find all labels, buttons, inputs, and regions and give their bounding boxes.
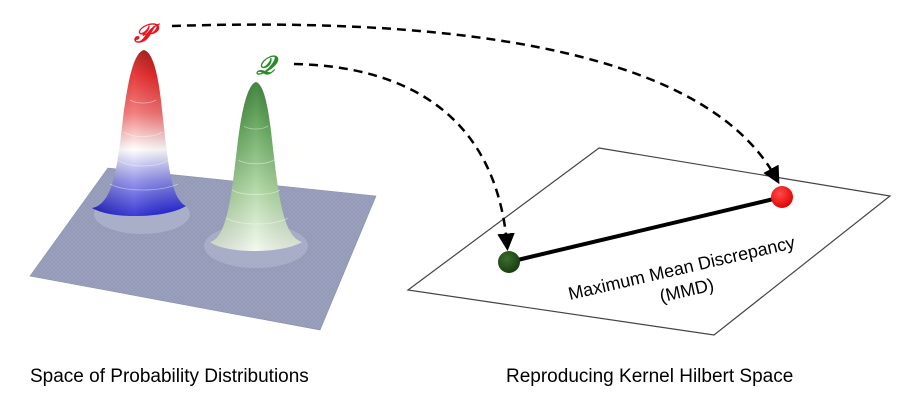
q-mapping-arrow <box>293 62 515 251</box>
q-distribution-peak <box>210 82 302 251</box>
p-mapping-arrow <box>171 23 780 185</box>
rkhs-plane <box>406 147 892 336</box>
base-plane-mesh <box>30 168 376 330</box>
q-label: 𝒬 <box>256 51 279 81</box>
caption-probability-distributions: Space of Probability Distributions <box>30 366 309 387</box>
mmd-distance-line <box>508 195 783 264</box>
p-distribution-peak <box>92 50 186 217</box>
embedding-arrows <box>171 23 780 251</box>
rkhs-space: Maximum Mean Discrepancy (MMD) <box>406 147 892 336</box>
caption-rkhs: Reproducing Kernel Hilbert Space <box>506 366 794 387</box>
p-label: 𝒫 <box>133 19 160 49</box>
p-embedding-point <box>771 186 793 208</box>
q-embedding-point <box>498 251 520 273</box>
distribution-space: 𝒫 𝒬 <box>29 19 377 331</box>
